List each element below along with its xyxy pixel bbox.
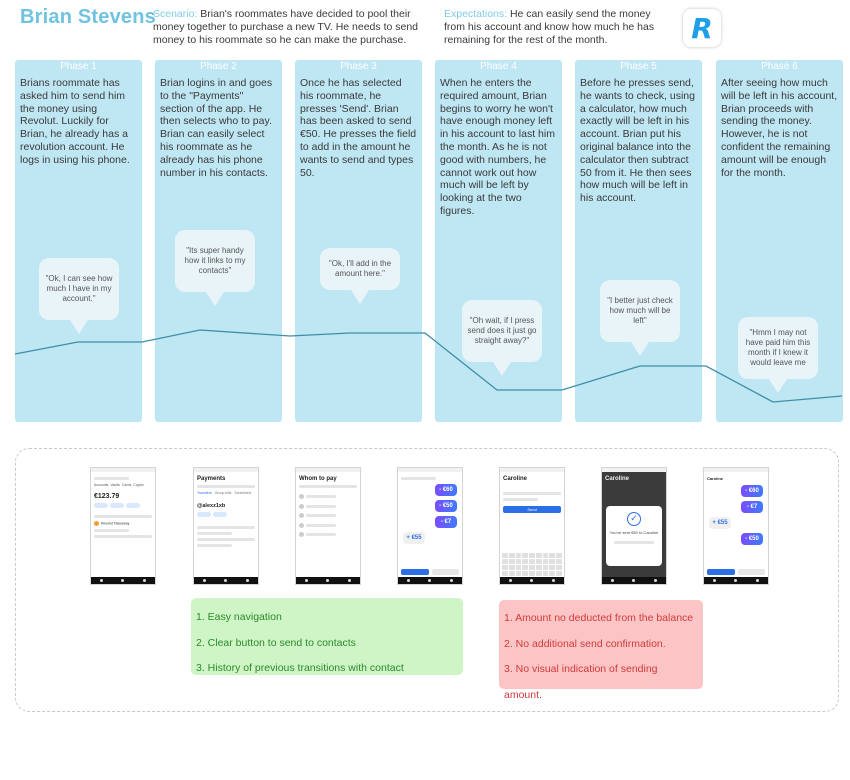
phase-title: Phase 4 [480, 61, 517, 72]
quote-bubble-2: "Its super handy how it links to my cont… [175, 230, 255, 292]
scenario-body: Brian's roommates have decided to pool t… [153, 8, 419, 46]
phase-title: Phase 3 [340, 61, 377, 72]
positive-item: 2. Clear button to send to contacts [196, 636, 356, 649]
tab-scheduled[interactable]: Scheduled [234, 491, 251, 495]
phase-description: Brians roommate has asked him to send hi… [20, 77, 130, 166]
persona-name: Brian Stevens [20, 6, 156, 28]
message-amount: - €50 [741, 533, 763, 545]
positive-item: 3. History of previous transitions with … [196, 662, 404, 674]
send-button[interactable]: Send [503, 506, 561, 513]
tab-accounts[interactable]: Accounts [94, 483, 109, 487]
message-amount: - €7 [435, 516, 457, 528]
confirmation-text: You've sent €50 to Caroline [609, 530, 659, 535]
recipient-name: Caroline [605, 476, 630, 482]
expectations-body: He can easily send the money from his ac… [444, 8, 655, 46]
phase-title: Phase 5 [620, 61, 657, 72]
negatives-box: 1. Amount no deducted from the balance 2… [499, 600, 703, 701]
phase-column-1: Phase 1 Brians roommate has asked him to… [15, 60, 142, 422]
message-amount: - €7 [741, 501, 763, 513]
quote-bubble-3: "Ok, I'll add in the amount here." [320, 248, 400, 290]
scenario-text: Scenario: Brian's roommates have decided… [153, 8, 433, 47]
tab-crypto[interactable]: Crypto [133, 483, 144, 487]
message-amount: - €60 [741, 485, 763, 497]
screen-send-amount: Caroline Send [499, 467, 565, 585]
quote-bubble-6: "Hmm I may not have paid him this month … [738, 317, 818, 379]
account-balance: €123.79 [94, 493, 120, 500]
tab-cards[interactable]: Cards [121, 483, 132, 487]
check-icon: ✓ [627, 512, 641, 526]
quote-bubble-1: "Ok, I can see how much I have in my acc… [39, 258, 119, 320]
phase-description: After seeing how much will be left in hi… [721, 77, 838, 179]
recipient-name: Caroline [503, 476, 528, 482]
phase-title: Phase 1 [60, 61, 97, 72]
tab-transfers[interactable]: Transfers [197, 491, 212, 495]
tab-vaults[interactable]: Vaults [110, 483, 120, 487]
message-amount: - €60 [435, 484, 457, 496]
positives-box: 1. Easy navigation 2. Clear button to se… [191, 598, 463, 675]
expectations-text: Expectations: He can easily send the mon… [444, 8, 674, 47]
positive-item: 1. Easy navigation [196, 611, 282, 623]
whom-to-pay-title: Whom to pay [299, 476, 337, 482]
screen-updated-chat: Caroline - €60 - €7 + €55 - €50 [703, 467, 769, 585]
screen-accounts: Accounts Vaults Cards Crypto €123.79 Rev… [90, 467, 156, 585]
phase-description: When he enters the required amount, Bria… [440, 77, 555, 217]
contact-handle: @alexz1xb [197, 503, 226, 509]
message-amount: - €50 [435, 500, 457, 512]
quote-bubble-5: "I better just check how much will be le… [600, 280, 680, 342]
negative-item: 1. Amount no deducted from the balance [504, 612, 694, 624]
phase-column-3: Phase 3 Once he has selected his roommat… [295, 60, 422, 422]
screen-whom-to-pay: Whom to pay [295, 467, 361, 585]
scenario-label: Scenario: [153, 8, 198, 20]
screen-confirmation: Caroline ✓ You've sent €50 to Caroline [601, 467, 667, 585]
phase-description: Before he presses send, he wants to chec… [580, 77, 695, 205]
revolut-logo: R [683, 9, 721, 47]
message-amount: + €55 [709, 517, 731, 529]
confirmation-modal: ✓ You've sent €50 to Caroline [606, 506, 662, 566]
phase-title: Phase 2 [200, 61, 237, 72]
quote-bubble-4: "Oh wait, if I press send does it just g… [462, 300, 542, 362]
expectations-label: Expectations: [444, 8, 508, 20]
phase-description: Once he has selected his roommate, he pr… [300, 77, 417, 179]
transaction-contact: Revolut Takeaway [101, 521, 130, 526]
phase-title: Phase 6 [761, 61, 798, 72]
phase-description: Brian logins in and goes to the "Payment… [160, 77, 273, 179]
phase-column-5: Phase 5 Before he presses send, he wants… [575, 60, 702, 422]
screen-payments: Payments Transfers Group bills Scheduled… [193, 467, 259, 585]
screens-panel [15, 448, 839, 712]
negative-item: 3. No visual indication of sending amoun… [504, 663, 658, 701]
recipient-name: Caroline [707, 476, 724, 481]
payments-title: Payments [197, 476, 226, 482]
account-tabs: Accounts Vaults Cards Crypto [94, 483, 152, 487]
screen-chat-history: - €60 - €50 - €7 + €55 [397, 467, 463, 585]
negative-item: 2. No additional send confirmation. [504, 637, 666, 650]
tab-group-bills[interactable]: Group bills [214, 491, 232, 495]
message-amount: + €55 [403, 532, 425, 544]
